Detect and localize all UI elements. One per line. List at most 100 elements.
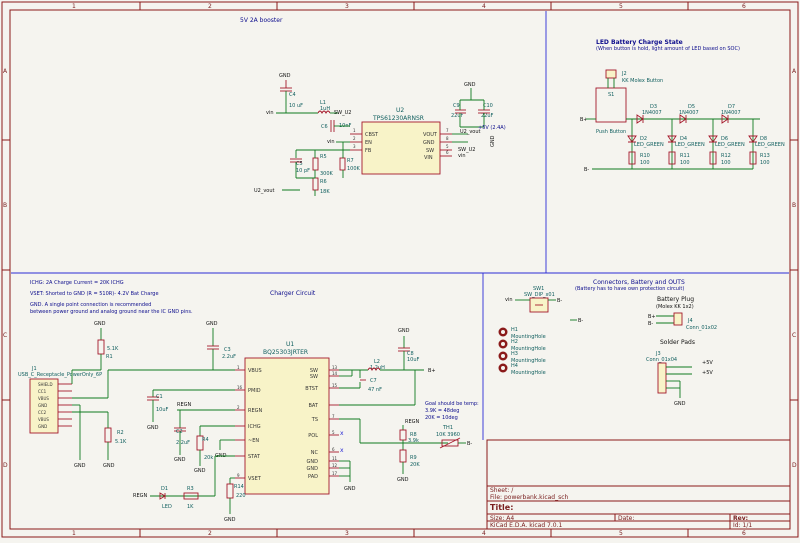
c1-value: 10uF <box>156 407 169 413</box>
u1-left-pin-num: 16 <box>237 385 243 390</box>
capacitor-c6: C6 10nF <box>321 120 352 132</box>
ic-u2: U2 TPS61230ARNSR CBST EN FB VOUT GND SW … <box>350 107 452 175</box>
c3-value: 2.2uF <box>222 354 236 360</box>
u2-pin2: 2 <box>353 136 356 141</box>
col-2-bottom: 2 <box>208 530 212 537</box>
r14-value: 220 <box>236 493 246 499</box>
j1-pin-gnd-1: GND <box>38 403 47 408</box>
c9-ref: C9 <box>453 103 460 109</box>
col-6-bottom: 6 <box>742 530 746 537</box>
u1-left-pin-num: 2 <box>237 405 240 410</box>
u2-pin8: 8 <box>446 136 449 141</box>
gnd-r2: GND <box>103 463 115 469</box>
solder-pads-title: Solder Pads <box>660 339 695 346</box>
gnd-r9: GND <box>397 477 409 483</box>
u2-pin-fb: FB <box>365 148 372 154</box>
j1-ref: J1 <box>31 366 37 372</box>
u1-left-pin-name: STAT <box>248 454 261 460</box>
hole-value: MountingHole <box>511 370 546 376</box>
r9-value: 20K <box>410 462 420 468</box>
c6-ref: C6 <box>321 124 328 130</box>
d7-ref: D7 <box>728 104 735 110</box>
r7-value: 100K <box>347 166 361 172</box>
d1-ref: D1 <box>161 486 168 492</box>
u1-right-pin-name: NC <box>311 450 319 456</box>
d5-value: 1N4007 <box>679 110 699 116</box>
gnd-j3: GND <box>674 401 686 407</box>
d6-ref: D6 <box>721 136 728 142</box>
d4-value: LED_GREEN <box>675 142 705 148</box>
r10-ref: R10 <box>640 153 650 159</box>
u1-left-pin-name: ICHG <box>248 424 261 430</box>
col-3: 3 <box>345 3 349 10</box>
u2-ref: U2 <box>396 107 404 114</box>
title-label: Title: <box>490 503 513 512</box>
u1-right-pin-name: TS <box>311 417 318 423</box>
u1-left-pin-name: VSET <box>248 476 262 482</box>
r12-ref: R12 <box>721 153 731 159</box>
u1-right-pin-num: 11 <box>332 456 338 461</box>
hole-value: MountingHole <box>511 358 546 364</box>
d5-ref: D5 <box>688 104 695 110</box>
col-4: 4 <box>482 3 486 10</box>
c7-ref: C7 <box>370 378 377 384</box>
c9-value: 22uF <box>451 113 464 119</box>
led-title: LED Battery Charge State <box>596 39 683 46</box>
c7-value: 47 nF <box>368 387 382 393</box>
title-rev: Rev: <box>733 515 748 522</box>
l2-ref: L2 <box>374 359 380 365</box>
vin-net-u2: vin <box>327 139 335 145</box>
boost-title: 5V 2A booster <box>240 17 283 24</box>
u1-right-pin-num: 6 <box>332 447 335 452</box>
u2-pin5: 5 <box>446 144 449 149</box>
d8-value: LED_GREEN <box>755 142 785 148</box>
bplus-led: B+ <box>580 117 588 123</box>
capacitors-c9-c10: GND C9 22uF C10 22uF U2_vout +5V (2.4A) … <box>451 82 506 147</box>
hole-ref: H1 <box>511 327 518 333</box>
j1-pin-vbus-1: VBUS <box>38 396 49 401</box>
sw1-ref: SW1 <box>533 286 544 292</box>
hole-ref: H3 <box>511 351 518 357</box>
u1-left-pin-name: VBUS <box>248 368 262 374</box>
u1-right-pin-num: 15 <box>332 383 338 388</box>
col-1: 1 <box>72 3 76 10</box>
d1-value: LED <box>162 504 172 510</box>
gnd-label: GND <box>279 73 291 79</box>
title-size: Size: A4 <box>490 515 514 522</box>
boost-section: 5V 2A booster GND C4 10 uF vin L1 1uH SW… <box>240 17 506 196</box>
pol-nc-mark: x <box>340 430 344 437</box>
j4-value: Conn_01x02 <box>686 325 717 331</box>
bminus-led: B- <box>584 167 589 173</box>
bminus-sw1-b: B- <box>578 318 583 324</box>
row-a-right: A <box>792 68 797 75</box>
r13-ref: R13 <box>760 153 770 159</box>
inductor-l1: L1 1uH SW_U2 <box>317 100 351 116</box>
c4-ref: C4 <box>289 92 296 98</box>
d7-value: 1N4007 <box>721 110 741 116</box>
gnd-u1: GND <box>344 486 356 492</box>
note-vset: VSET: Shorted to GND (R = 510R)- 4.2V Ba… <box>30 291 159 297</box>
connectors-note: (Battery has to have own protection circ… <box>575 286 684 292</box>
note-goal: Goal should be temp: <box>425 401 479 407</box>
regn-net-ts: REGN <box>405 419 420 425</box>
r3-value: 1K <box>187 504 194 510</box>
mounting-hole-center <box>501 354 505 358</box>
col-2: 2 <box>208 3 212 10</box>
c3-ref: C3 <box>224 347 231 353</box>
ic-u1: U1 BQ25303JRTER VBUS1PMID16REGN2ICHG~ENS… <box>235 341 339 495</box>
charger-section: ICHG: 2A Charge Current = 20K ICHG VSET:… <box>18 280 479 523</box>
u2-vout-fb: U2_vout <box>254 188 275 194</box>
l1-ref: L1 <box>320 100 326 106</box>
u1-right-pin-name: BAT <box>308 403 318 409</box>
feedback-network: C5 10 pF R5 300K R6 18K R7 100K U2_vout <box>254 149 361 196</box>
u1-left-pin-name: ~EN <box>248 438 259 444</box>
gnd-c3: GND <box>206 321 218 327</box>
d2-value: LED_GREEN <box>634 142 664 148</box>
u2-pin6: 6 <box>446 150 449 155</box>
c2-value: 2.2uF <box>176 440 190 446</box>
r2-value: 5.1K <box>115 439 127 445</box>
title-file: File: powerbank.kicad_sch <box>490 494 569 501</box>
bminus-th1: B- <box>467 441 472 447</box>
sw-u2-right: SW_U2 <box>458 147 475 153</box>
